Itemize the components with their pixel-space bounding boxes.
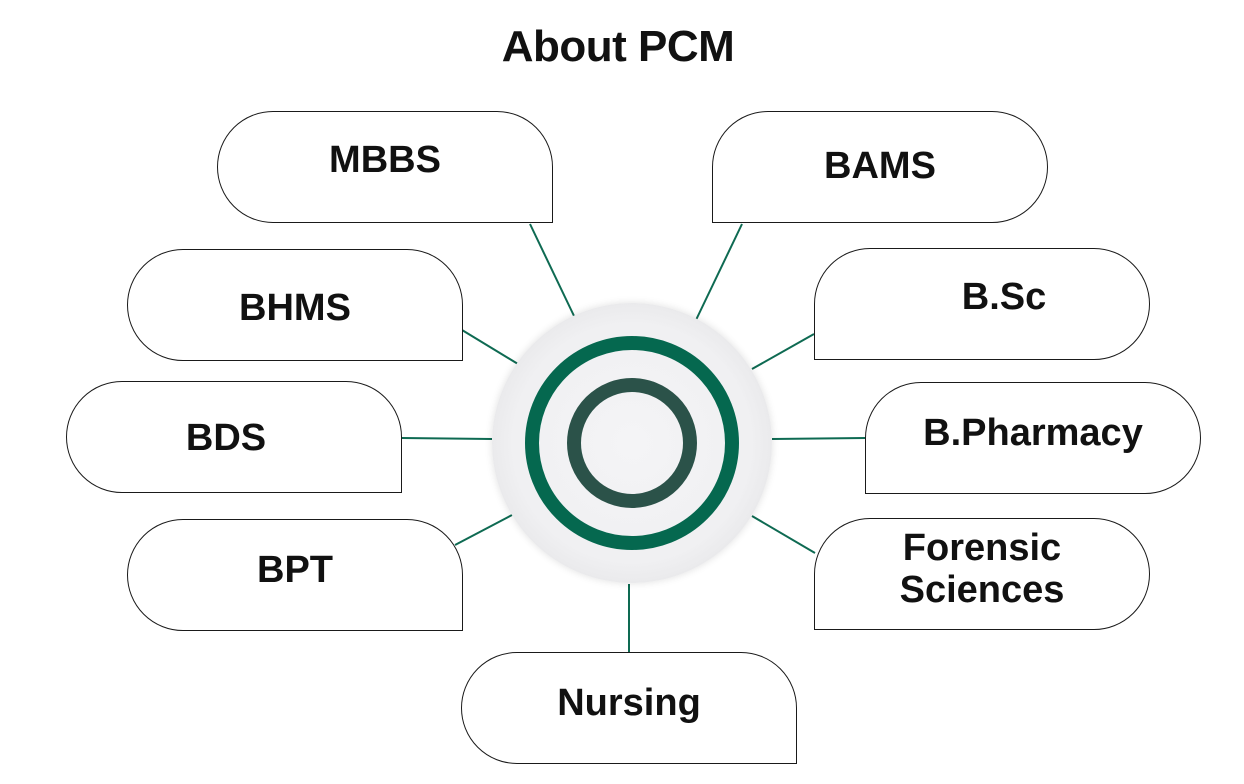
node-bsc: B.Sc	[814, 248, 1150, 360]
node-label: B.Pharmacy	[923, 412, 1143, 455]
node-mbbs: MBBS	[217, 111, 553, 223]
connector-bpt	[454, 514, 513, 546]
node-bams: BAMS	[712, 111, 1048, 223]
node-bds: BDS	[66, 381, 402, 493]
node-nursing: Nursing	[461, 652, 797, 764]
connector-mbbs	[529, 223, 576, 319]
node-label: MBBS	[329, 139, 441, 182]
node-label: BHMS	[239, 287, 351, 330]
diagram-title: About PCM	[501, 22, 735, 71]
center-hub	[492, 303, 772, 583]
node-label: BPT	[257, 549, 333, 592]
node-bpharmacy: B.Pharmacy	[865, 382, 1201, 494]
node-label: BDS	[185, 417, 267, 460]
node-bpt: BPT	[127, 519, 463, 631]
connector-bpharmacy	[771, 437, 866, 440]
node-label: BAMS	[824, 145, 936, 188]
connector-bds	[401, 437, 493, 440]
connector-bsc	[751, 333, 815, 370]
inner-ring	[567, 378, 697, 508]
node-label: B.Sc	[961, 276, 1047, 319]
node-label: Forensic Sciences	[899, 527, 1065, 611]
node-label: Nursing	[557, 682, 701, 725]
connector-forensic	[751, 515, 816, 554]
node-forensic: Forensic Sciences	[814, 518, 1150, 630]
connector-bhms	[461, 329, 519, 365]
node-bhms: BHMS	[127, 249, 463, 361]
connector-bams	[695, 223, 743, 321]
